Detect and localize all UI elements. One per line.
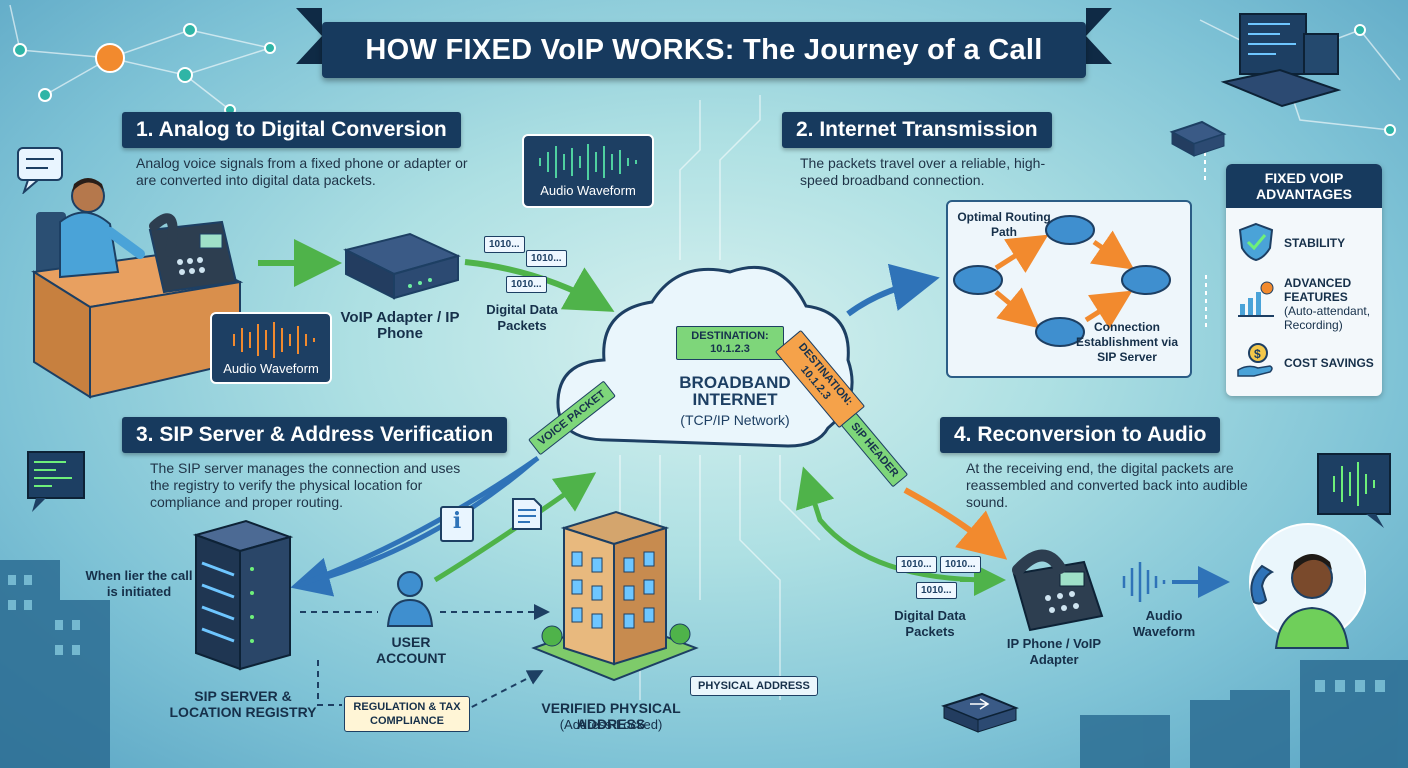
- packet-chip: 1010...: [506, 276, 547, 293]
- waveform-monitor-icon: [1317, 453, 1391, 528]
- coin-hand-icon: $: [1237, 343, 1273, 377]
- chart-gear-icon: [1238, 281, 1274, 317]
- laptop-illustration: [1220, 13, 1342, 108]
- audio-waveform-label-left: Audio Waveform: [223, 361, 319, 376]
- optimal-routing-label: Optimal Routing Path: [957, 210, 1051, 239]
- section-2-description: The packets travel over a reliable, high…: [800, 155, 1046, 188]
- shield-check-icon: [1238, 222, 1274, 262]
- packet-chip: 1010...: [916, 582, 957, 599]
- advantage-stability: STABILITY: [1284, 236, 1346, 250]
- advantage-advanced-features-sub: (Auto-attendant, Recording): [1284, 304, 1371, 332]
- receiver-person-illustration: [1249, 523, 1366, 649]
- ip-phone-label-right: IP Phone / VoIP Adapter: [1006, 636, 1102, 667]
- audio-waveform-label-top: Audio Waveform: [540, 183, 636, 198]
- packet-chip: 1010...: [484, 236, 525, 253]
- section-1-description: Analog voice signals from a fixed phone …: [136, 155, 468, 188]
- router-device: [1169, 120, 1227, 157]
- svg-text:$: $: [1254, 347, 1261, 361]
- document-icon: [512, 498, 542, 530]
- packet-chip: 1010...: [896, 556, 937, 573]
- section-3-description: The SIP server manages the connection an…: [150, 460, 461, 510]
- cloud-title: BROADBAND INTERNET: [679, 373, 791, 409]
- waveform-icon: [1122, 562, 1166, 602]
- packet-chip: 1010...: [526, 250, 567, 267]
- sip-server-label: SIP SERVER & LOCATION REGISTRY: [169, 688, 317, 720]
- network-switch-device: [941, 692, 1019, 733]
- connection-establishment-label: Connection Establishment via SIP Server: [1075, 320, 1179, 364]
- advantages-heading: FIXED VOIP ADVANTAGES: [1226, 164, 1382, 208]
- section-4-description: At the receiving end, the digital packet…: [966, 460, 1248, 510]
- section-4-heading: 4. Reconversion to Audio: [940, 417, 1221, 453]
- verified-address-label: VERIFIED PHYSICAL ADDRESS: [541, 700, 681, 732]
- physical-address-tag: PHYSICAL ADDRESS: [690, 676, 818, 696]
- digital-packets-label-right: Digital Data Packets: [894, 608, 966, 639]
- waveform-icon: [539, 144, 637, 180]
- destination-tag-green: DESTINATION: 10.1.2.3: [676, 326, 784, 360]
- voip-adapter-device: [343, 232, 461, 300]
- chat-bubble-icon: [17, 147, 63, 194]
- routing-diagram: [946, 200, 1192, 378]
- building-illustration: [531, 510, 699, 682]
- audio-waveform-bubble-left: Audio Waveform: [210, 312, 332, 384]
- user-account-icon: [386, 571, 434, 627]
- code-monitor-icon: [27, 451, 85, 512]
- waveform-icon: [233, 322, 315, 358]
- sip-server-rack: [192, 519, 294, 671]
- caller-at-desk-illustration: [31, 178, 244, 399]
- ip-phone-device: [1012, 549, 1104, 632]
- section-1-heading: 1. Analog to Digital Conversion: [122, 112, 461, 148]
- section-3-heading: 3. SIP Server & Address Verification: [122, 417, 508, 453]
- audio-waveform-bubble-top: Audio Waveform: [522, 134, 654, 208]
- voip-adapter-label: VoIP Adapter / IP Phone: [340, 309, 460, 342]
- user-account-label: USER ACCOUNT: [376, 634, 446, 666]
- address-locked-label: (Address-Locked): [559, 717, 663, 732]
- regulation-compliance-tag: REGULATION & TAX COMPLIANCE: [344, 696, 470, 732]
- advantage-cost-savings: COST SAVINGS: [1284, 356, 1374, 370]
- section-2-heading: 2. Internet Transmission: [782, 112, 1052, 148]
- digital-packets-label-left: Digital Data Packets: [486, 302, 558, 333]
- title-banner: HOW FIXED VoIP WORKS: The Journey of a C…: [322, 22, 1086, 78]
- packet-chip: 1010...: [940, 556, 981, 573]
- info-icon: i: [440, 506, 474, 542]
- advantage-advanced-features: ADVANCED FEATURES: [1284, 276, 1352, 304]
- audio-waveform-label-right: Audio Waveform: [1132, 608, 1196, 639]
- call-initiated-label: When lier the call is initiated: [85, 568, 193, 599]
- advantages-panel: FIXED VOIP ADVANTAGES STABILITY ADVANCED…: [1226, 164, 1382, 396]
- cloud-subtitle: (TCP/IP Network): [680, 412, 790, 428]
- routing-network: [953, 215, 1171, 347]
- page-title: HOW FIXED VoIP WORKS: The Journey of a C…: [365, 33, 1043, 66]
